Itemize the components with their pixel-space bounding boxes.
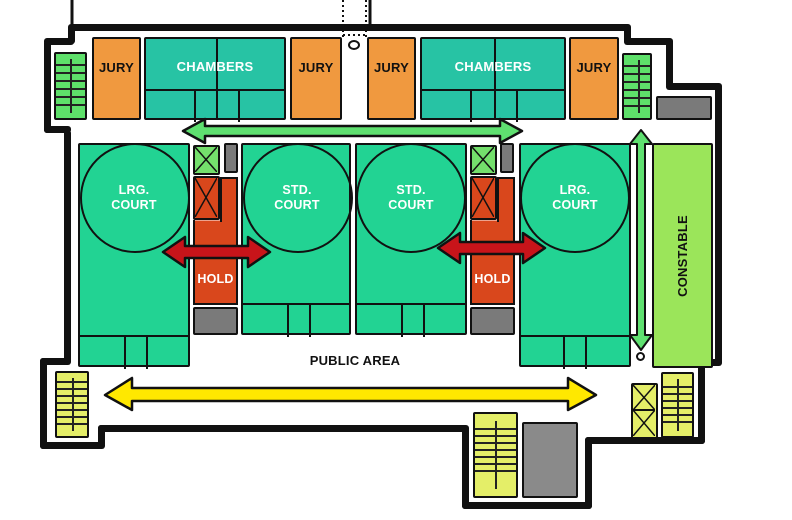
wall-top xyxy=(70,24,630,31)
stair-lower-left xyxy=(55,371,89,438)
hold-1-label: HOLD xyxy=(197,272,234,286)
constable-label: CONSTABLE xyxy=(674,214,690,297)
stair-top-right xyxy=(622,53,652,120)
wall-right-lower xyxy=(698,359,705,444)
hold-1-outline xyxy=(193,220,238,305)
wall-top-right-step xyxy=(624,24,631,44)
jury-room-2: JURY xyxy=(290,37,342,120)
wall-bottom-left xyxy=(40,442,105,449)
hold-1-outline-top xyxy=(220,177,238,222)
wall-right-step xyxy=(666,38,673,88)
wall-left-upper xyxy=(44,40,51,133)
wall-left-top-step xyxy=(44,38,74,45)
court-1-bench-circle xyxy=(80,143,190,253)
holding-elevator-2 xyxy=(470,176,497,220)
wall-left xyxy=(64,130,71,365)
door-symbol xyxy=(348,40,360,50)
service-closet-2 xyxy=(500,143,514,173)
wall-bottom-right xyxy=(585,437,705,444)
wall-left-lower-step xyxy=(40,358,70,365)
wall-bottom-public xyxy=(98,425,469,432)
chambers-label: CHAMBERS xyxy=(176,59,254,74)
constable-room: CONSTABLE xyxy=(652,143,713,368)
dotted-connector xyxy=(342,0,367,40)
jury-label: JURY xyxy=(99,60,134,75)
jury-room-3: JURY xyxy=(367,37,416,120)
door-symbol-constable xyxy=(636,352,645,361)
hold-2-outline-top xyxy=(497,177,515,222)
wall-bottom-stair-right xyxy=(585,437,592,509)
wall-right xyxy=(715,83,722,365)
wall-top-right-2 xyxy=(624,38,672,45)
holding-elevator-1 xyxy=(193,176,220,220)
wall-right-top xyxy=(666,83,721,90)
public-elevators xyxy=(631,383,658,439)
public-area-label: PUBLIC AREA xyxy=(309,353,401,368)
hold-2-outline xyxy=(470,220,515,305)
court-3-bench-circle xyxy=(356,143,466,253)
hold-2-label: HOLD xyxy=(474,272,511,286)
jury-label: JURY xyxy=(298,60,334,75)
jury-label: JURY xyxy=(374,60,409,75)
stair-bottom xyxy=(473,412,518,498)
wall-bottom-stair xyxy=(462,502,592,509)
court-3-label-line1: STD. xyxy=(396,183,426,197)
wall-bottom-stair-left xyxy=(462,427,469,509)
service-room-bottom xyxy=(522,422,578,498)
wall-left-upper-step xyxy=(44,126,71,133)
jury-label: JURY xyxy=(576,60,612,75)
chambers-1: CHAMBERS xyxy=(144,37,286,122)
court-1-label-line1: LRG. xyxy=(118,183,150,197)
holding-vestibule-2 xyxy=(470,145,497,175)
court-1-label-line2: COURT xyxy=(111,198,157,212)
jury-room-4: JURY xyxy=(569,37,619,120)
jury-room-1: JURY xyxy=(92,37,141,120)
stair-top-left xyxy=(54,52,87,120)
service-closet-1 xyxy=(224,143,238,173)
court-4-label-line1: LRG. xyxy=(559,183,591,197)
court-2-label-line1: STD. xyxy=(282,183,312,197)
lower-wall-inner xyxy=(102,425,468,506)
stair-lower-right xyxy=(661,372,694,438)
service-room-hold-1 xyxy=(193,307,238,335)
wall-bottom-left-step xyxy=(98,425,105,447)
holding-vestibule-1 xyxy=(193,145,220,175)
wall-left-top xyxy=(68,24,75,44)
service-room-hold-2 xyxy=(470,307,515,335)
court-3-label-line2: COURT xyxy=(388,198,434,212)
service-room-top-right xyxy=(656,96,712,120)
wall-left-lower xyxy=(40,358,47,449)
court-2-label-line2: COURT xyxy=(274,198,320,212)
chambers-2: CHAMBERS xyxy=(420,37,566,122)
chambers-label: CHAMBERS xyxy=(454,59,532,74)
court-4-label-line2: COURT xyxy=(552,198,598,212)
court-2-bench-circle xyxy=(243,143,353,253)
